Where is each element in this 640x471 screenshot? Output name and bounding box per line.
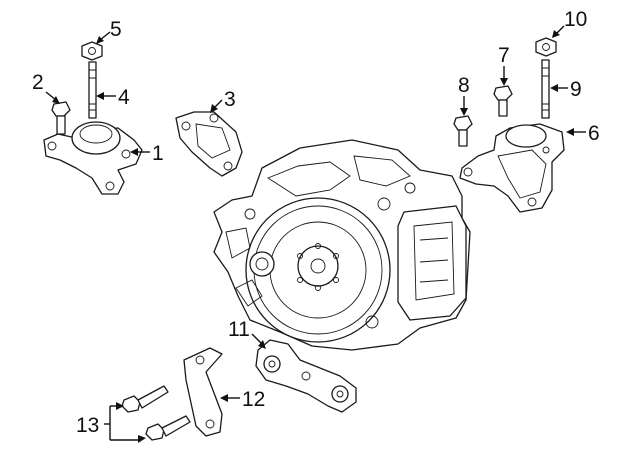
callout-4: 4 [118,86,130,109]
part-9-stud [541,59,550,119]
callout-11: 11 [228,318,250,341]
part-3-bracket [175,111,243,177]
part-8-bolt [453,115,473,147]
part-7-bolt [493,85,513,117]
part-13-bolts [121,385,191,441]
callout-13: 13 [76,414,99,437]
callout-12: 12 [242,388,265,411]
callout-5: 5 [110,18,122,41]
leader-lines [45,25,586,443]
callout-2: 2 [32,71,44,94]
transmission-assembly [213,139,471,351]
part-10-nut [535,37,557,57]
part-2-bolt [51,101,71,135]
part-4-stud [88,61,97,119]
callout-7: 7 [498,44,510,67]
callout-labels: 1 2 3 4 5 6 7 8 9 10 11 12 13 [32,8,600,437]
part-5-nut [81,41,103,61]
callout-9: 9 [570,78,582,101]
part-1-transmission-mount [43,121,143,195]
part-6-engine-mount [459,123,565,213]
part-12-bracket [183,347,223,437]
callout-1: 1 [152,142,164,165]
callout-3: 3 [224,88,236,111]
callout-10: 10 [564,8,587,31]
part-11-torque-strut [255,339,357,413]
callout-8: 8 [458,74,470,97]
callout-6: 6 [588,122,600,145]
